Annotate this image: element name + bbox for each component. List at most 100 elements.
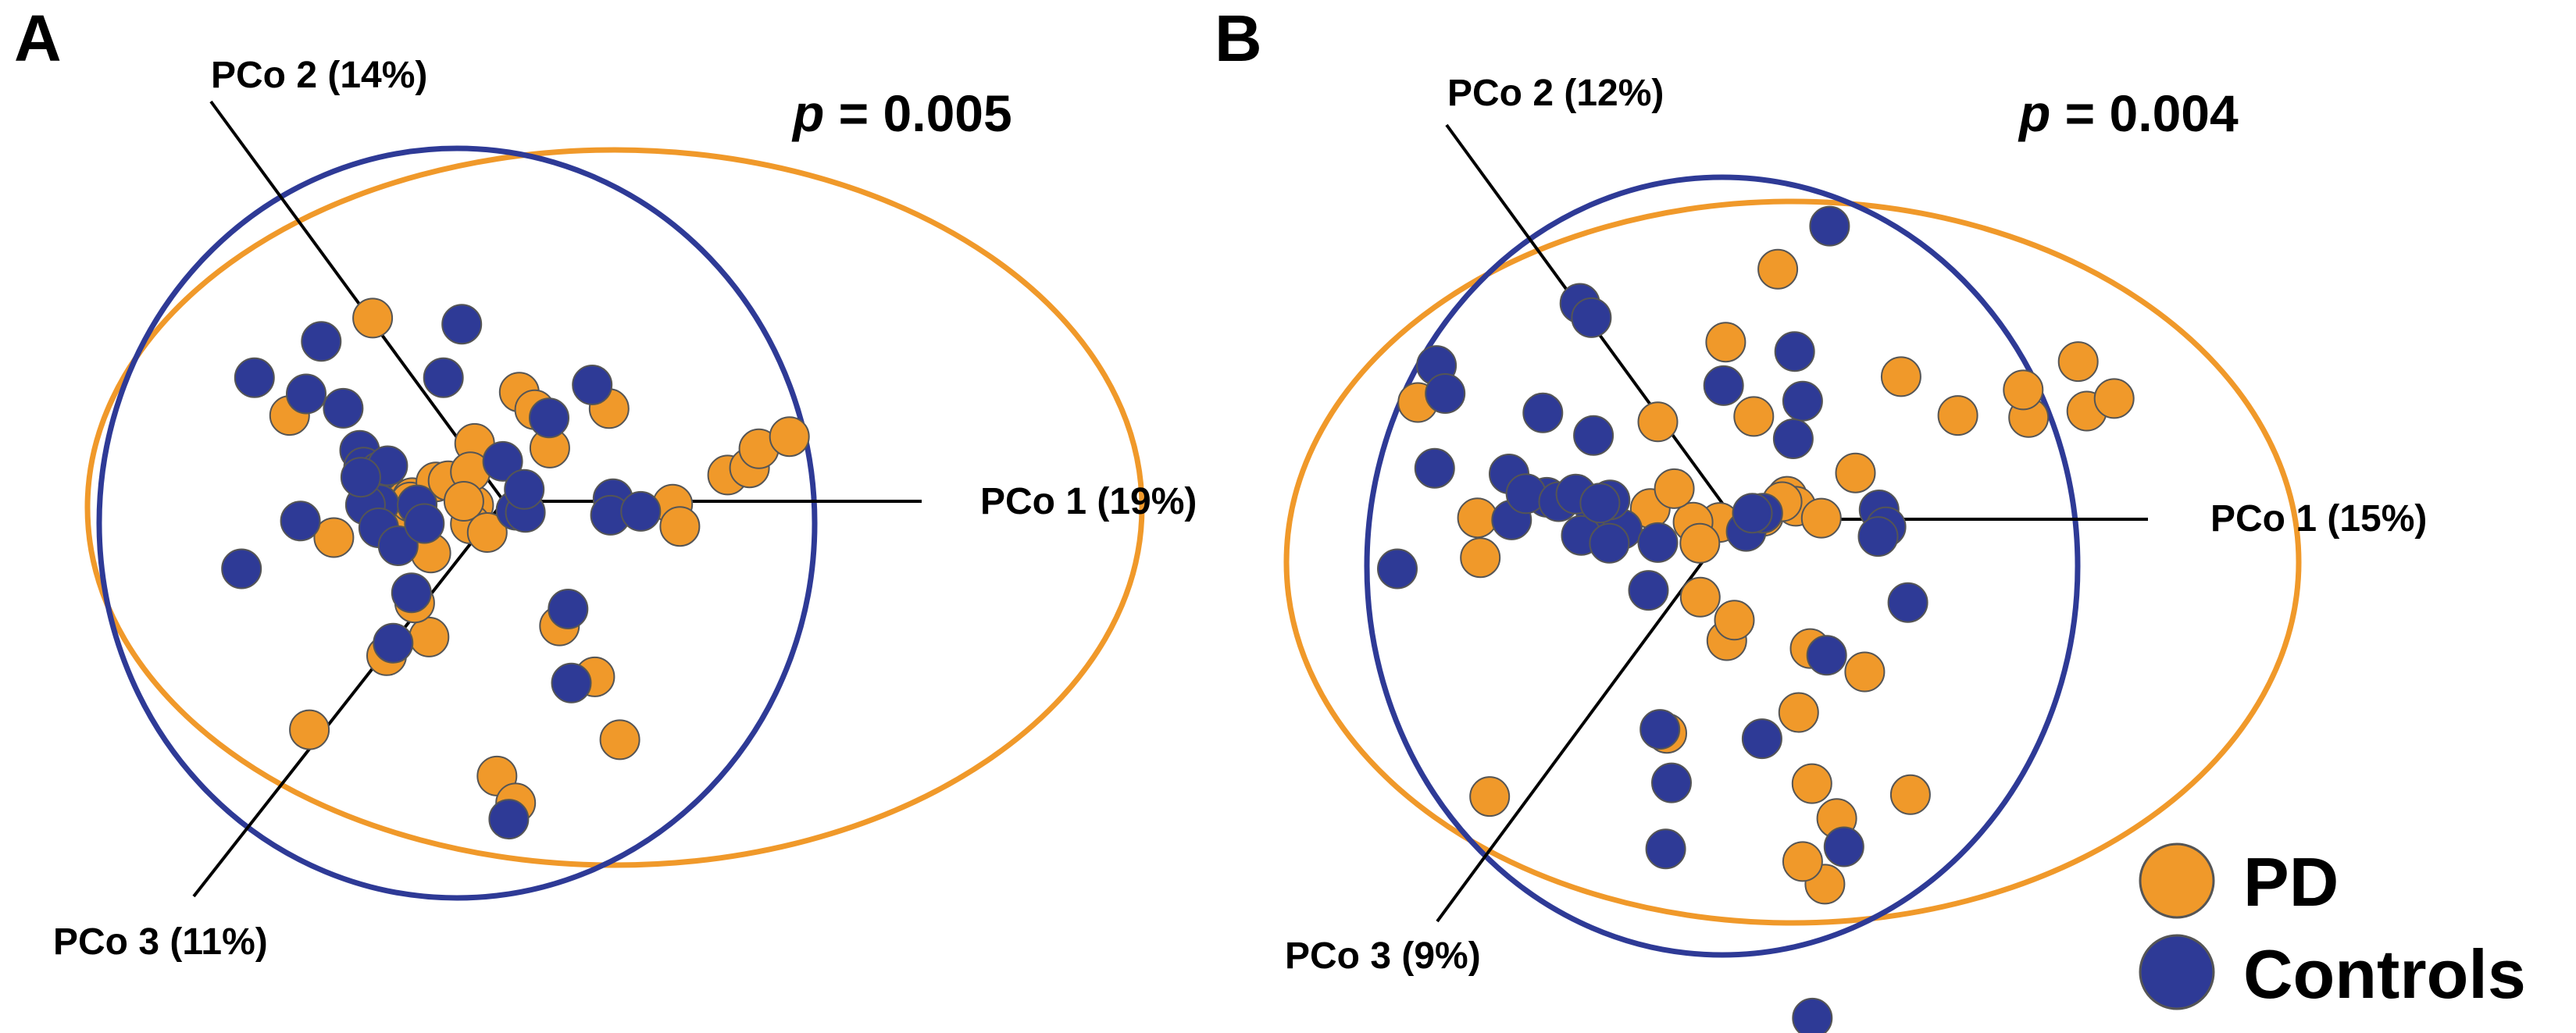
panel-b-pd-point-20 <box>1800 497 1842 539</box>
panel-b-controls-point-30 <box>1774 331 1815 372</box>
panel-b-controls-point-36 <box>1887 582 1928 623</box>
panel-b-pd-point-34 <box>2003 369 2044 411</box>
legend-pd-label: PD <box>2243 843 2339 921</box>
panel-b-pd-point-39 <box>1835 452 1876 493</box>
panel-a: A PCo 2 (14%) PCo 1 (19%) PCo 3 (11%) p … <box>14 2 1197 963</box>
panel-b-pd-point-2 <box>1457 497 1498 539</box>
panel-b-pco1-label: PCo 1 (15%) <box>2210 498 2427 540</box>
panel-b-controls-point-41 <box>1772 419 1814 459</box>
panel-b-pco3-axis <box>1436 518 1736 923</box>
panel-a-pd-point-35 <box>769 416 810 458</box>
panel-b-p-symbol: p <box>2018 84 2050 142</box>
legend: PD Controls <box>2139 842 2526 1013</box>
panel-a-controls-point-28 <box>620 490 662 532</box>
panel-b-pd-point-9 <box>1679 576 1721 618</box>
panel-b-pd-point-14 <box>1654 468 1695 509</box>
panel-a-controls-point-30 <box>572 365 613 405</box>
panel-a-pco2-axis <box>209 100 505 503</box>
panel-a-controls-point-1 <box>301 321 342 362</box>
panel-a-controls-point-2 <box>286 373 326 415</box>
panel-a-controls-point-31 <box>551 662 592 704</box>
panel-a-pd-point-17 <box>409 616 450 657</box>
panel-b-controls-point-7 <box>1573 415 1614 456</box>
panel-b-pd-point-36 <box>2057 341 2099 383</box>
panel-a-controls-point-19 <box>423 357 464 398</box>
panel-b-controls-point-39 <box>1741 718 1782 760</box>
panel-b-controls-point-29 <box>1732 493 1773 534</box>
panel-a-pd-point-28 <box>599 719 640 761</box>
panel-b-pd-point-38 <box>1714 600 1755 641</box>
panel-a-controls-point-32 <box>488 799 530 840</box>
panel-a-controls-point-24 <box>504 468 545 510</box>
panel-b-controls-point-24 <box>1579 483 1621 524</box>
panel-b-pd-point-4 <box>1637 401 1679 443</box>
panel-a-controls-point-3 <box>280 500 321 542</box>
panel-a-p-symbol: p <box>791 84 824 142</box>
panel-b-controls-point-32 <box>1806 635 1847 676</box>
panel-a-controls-ellipse <box>96 145 818 901</box>
panel-b-pd-point-32 <box>1937 395 1978 436</box>
legend-pd-marker <box>2139 842 2215 919</box>
panel-b-pd-point-28 <box>1889 774 1931 815</box>
panel-b-pd-point-15 <box>1733 396 1775 437</box>
panel-b-pco3-label: PCo 3 (9%) <box>1285 935 1481 977</box>
panel-b-letter: B <box>1215 2 1262 75</box>
panel-b-controls-point-6 <box>1522 392 1564 433</box>
panel-b-pd-point-30 <box>1757 248 1799 290</box>
panel-a-controls-point-25 <box>548 589 589 629</box>
panel-b-pd-point-31 <box>1880 356 1921 397</box>
panel-b-controls-point-5 <box>1377 548 1418 590</box>
panel-b-pd-point-26 <box>1782 841 1823 882</box>
panel-b-p-value: p = 0.004 <box>2018 84 2239 142</box>
panel-a-pco3-label: PCo 3 (11%) <box>53 921 268 963</box>
panel-a-pco3-axis <box>192 500 505 898</box>
panel-b: B PCo 2 (12%) PCo 1 (15%) PCo 3 (9%) p =… <box>1215 2 2427 1033</box>
panel-b-pd-point-37 <box>2093 378 2135 419</box>
panel-a-pd-point-20 <box>289 709 330 750</box>
panel-b-pd-point-29 <box>1705 322 1746 363</box>
panel-a-pd-point-31 <box>659 506 701 547</box>
panel-a-p-number: = 0.005 <box>824 84 1011 142</box>
panel-a-controls-point-21 <box>482 440 523 482</box>
panel-b-controls-point-18 <box>1645 828 1686 870</box>
panel-b-pd-point-3 <box>1460 537 1501 579</box>
panel-b-controls-point-16 <box>1639 709 1681 750</box>
panel-b-controls-point-21 <box>1637 522 1679 563</box>
panel-b-controls-point-37 <box>1823 826 1864 867</box>
panel-b-controls-point-35 <box>1857 516 1899 557</box>
panel-a-controls-point-16 <box>373 622 414 664</box>
legend-controls-label: Controls <box>2243 935 2526 1013</box>
panel-a-controls-point-5 <box>221 548 262 590</box>
panel-a-controls-point-18 <box>404 503 445 544</box>
panel-b-pd-point-21 <box>1778 692 1819 733</box>
panel-a-points <box>221 297 810 840</box>
panel-b-controls-point-23 <box>1589 522 1630 564</box>
panel-b-controls-point-15 <box>1628 570 1669 611</box>
panel-a-letter: A <box>14 2 62 75</box>
panel-b-pco2-label: PCo 2 (12%) <box>1447 73 1664 114</box>
panel-a-controls-point-15 <box>391 572 432 614</box>
panel-a-controls-point-20 <box>441 304 483 345</box>
panel-a-controls-point-14 <box>377 525 419 566</box>
panel-b-pd-point-27 <box>1791 763 1832 804</box>
panel-b-pd-ellipse <box>1283 198 2302 926</box>
panel-b-controls-point-25 <box>1571 297 1612 338</box>
panel-b-controls-ellipse <box>1364 174 2081 958</box>
panel-a-controls-point-4 <box>234 357 275 398</box>
panel-a-controls-point-33 <box>340 457 381 498</box>
panel-b-controls-point-17 <box>1651 762 1692 803</box>
panel-b-pd-point-12 <box>1469 776 1511 817</box>
panel-a-pco1-label: PCo 1 (19%) <box>980 481 1197 522</box>
panel-a-pd-point-15 <box>466 512 508 553</box>
panel-b-pd-point-7 <box>1679 522 1721 564</box>
panel-b-controls-point-26 <box>1703 365 1744 406</box>
legend-controls-marker <box>2139 934 2215 1010</box>
panel-b-points <box>1377 205 2135 1033</box>
panel-a-p-value: p = 0.005 <box>791 84 1012 142</box>
panel-a-controls-point-29 <box>529 397 569 439</box>
panel-a-pd-point-14 <box>443 481 484 522</box>
panel-a-pd-ellipse <box>84 147 1145 868</box>
panel-b-pd-point-23 <box>1844 651 1886 693</box>
panel-a-pco2-label: PCo 2 (14%) <box>211 55 427 96</box>
